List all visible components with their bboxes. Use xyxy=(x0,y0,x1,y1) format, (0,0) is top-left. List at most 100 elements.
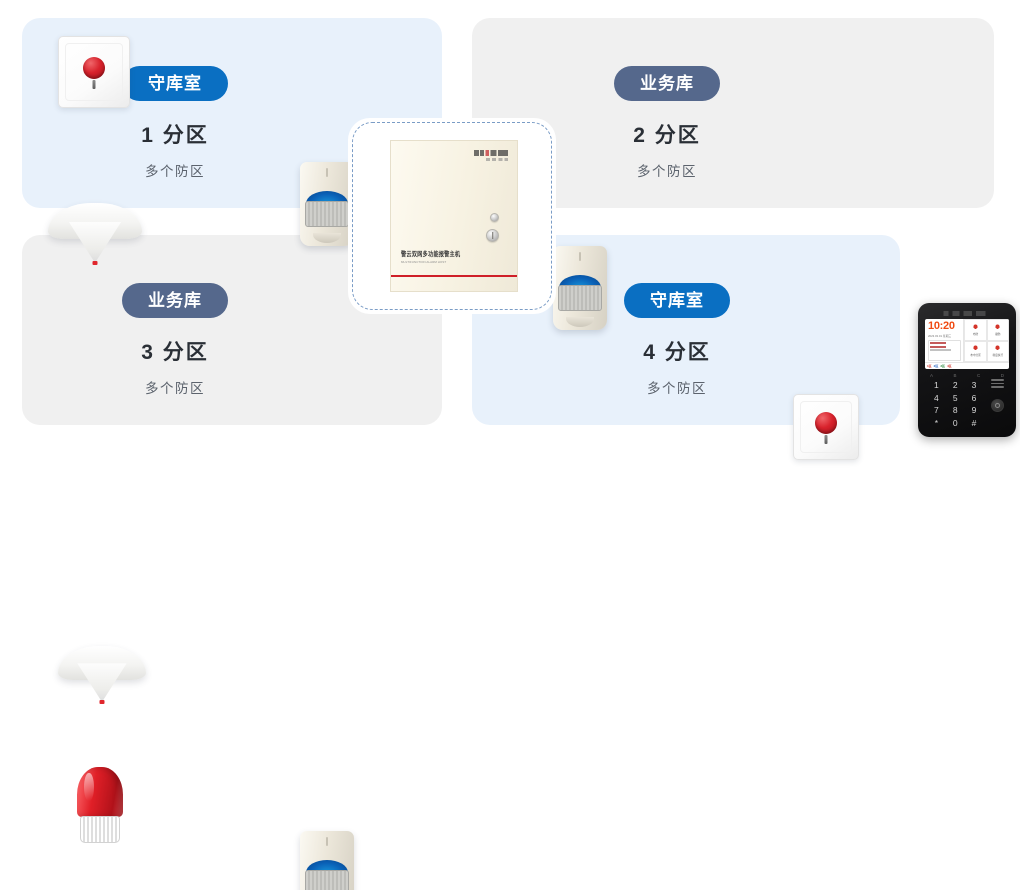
panic-dome-icon xyxy=(815,412,837,435)
control-host-label-cn: 警云双网多功能报警主机 xyxy=(401,250,461,259)
keypad-time: 10:20 xyxy=(928,320,955,332)
beacon-base xyxy=(80,815,120,843)
panic-dome-icon xyxy=(83,56,105,79)
zone-1-text-group: 守库室 1 分区 多个防区 xyxy=(80,66,270,180)
partial-arm-icon xyxy=(972,345,980,353)
keypad-note-line xyxy=(930,342,960,344)
zone-3-title: 3 分区 xyxy=(141,341,209,364)
keypad-letter-b[interactable]: B xyxy=(953,373,957,378)
keypad-clock-column: 10:20 2023.03.01 星期三 xyxy=(925,319,965,362)
zone-1-subtitle: 多个防区 xyxy=(145,164,205,179)
keypad-status-item: 3区 xyxy=(940,364,946,368)
keypad-key-6[interactable]: 6 xyxy=(971,392,977,403)
brand-logo-subtext xyxy=(486,158,508,161)
pir-motion-detector xyxy=(300,162,354,246)
beacon-dome xyxy=(77,767,123,818)
keypad-key-1[interactable]: 1 xyxy=(934,380,939,390)
brand-logo-icon xyxy=(474,150,508,161)
keypad-tile-disarm[interactable]: 撤防 xyxy=(986,319,1009,341)
control-host-label-en: MULTIFUNCTION ALARM HOST xyxy=(401,260,447,264)
zone-2-text-group: 业务库 2 分区 多个防区 xyxy=(572,66,762,180)
ceiling-detector xyxy=(58,646,146,704)
keypad-tile-execute[interactable]: 制度执行 xyxy=(986,340,1009,362)
keypad-tile-label: 布防 xyxy=(973,332,979,336)
keypad-key-0[interactable]: 0 xyxy=(952,417,958,428)
keypad-note-line xyxy=(930,349,960,351)
keypad-status-item: 1区 xyxy=(927,364,932,368)
zone-1-badge[interactable]: 守库室 xyxy=(122,66,228,101)
zone-4-badge[interactable]: 守库室 xyxy=(624,283,730,318)
keypad-letter-row: A B C D xyxy=(925,369,1009,380)
keypad-letter-c[interactable]: C xyxy=(977,373,981,378)
zone-panel-2[interactable]: 业务库 2 分区 多个防区 xyxy=(472,18,994,208)
arm-icon xyxy=(972,323,980,331)
pir-top-slot xyxy=(579,251,581,262)
zone-3-text-group: 业务库 3 分区 多个防区 xyxy=(80,283,270,397)
keypad-tile-label: 撤防 xyxy=(995,332,1001,336)
ceiling-detector-cone xyxy=(68,221,122,262)
zone-4-title: 4 分区 xyxy=(643,341,711,364)
control-host-lock-icon[interactable] xyxy=(486,229,499,242)
power-button[interactable] xyxy=(990,398,1004,412)
control-host-label-group: 警云双网多功能报警主机 MULTIFUNCTION ALARM HOST xyxy=(401,251,487,264)
keypad-tile-label: 制度执行 xyxy=(992,354,1004,358)
pir-foot xyxy=(565,317,595,328)
zone-2-subtitle: 多个防区 xyxy=(637,164,697,179)
ceiling-detector-led xyxy=(99,700,105,704)
keypad-lcd-screen: 10:20 2023.03.01 星期三 布防 撤防 xyxy=(925,319,1009,369)
keypad-key-9[interactable]: 9 xyxy=(971,405,977,415)
keypad-letter-a[interactable]: A xyxy=(930,373,934,378)
ceiling-detector xyxy=(48,203,142,265)
emergency-panic-button xyxy=(793,394,859,460)
keypad-note-line xyxy=(930,345,960,348)
keypad-function-tiles: 布防 撤防 布中分区 制度执行 xyxy=(964,319,1009,362)
keypad-key-4[interactable]: 4 xyxy=(934,392,939,403)
ceiling-detector-cone xyxy=(77,663,127,701)
keypad-status-item: 4区 xyxy=(947,364,952,368)
keypad-key-8[interactable]: 8 xyxy=(952,405,958,415)
control-host-led-icon xyxy=(490,213,499,222)
keypad-side-controls xyxy=(987,379,1007,412)
disarm-icon xyxy=(994,323,1002,331)
pir-lens xyxy=(557,284,603,311)
keypad-key-5[interactable]: 5 xyxy=(952,392,958,403)
zone-4-subtitle: 多个防区 xyxy=(647,381,707,396)
strobe-siren-beacon xyxy=(74,767,126,843)
keypad-screen-main: 10:20 2023.03.01 星期三 布防 撤防 xyxy=(925,319,1009,362)
zone-2-title: 2 分区 xyxy=(633,124,701,147)
panic-stem xyxy=(92,80,96,90)
pir-top-slot xyxy=(326,167,328,178)
keypad-key-3[interactable]: 3 xyxy=(971,380,977,390)
keypad-key-2[interactable]: 2 xyxy=(952,380,958,390)
keypad-key-star[interactable]: * xyxy=(934,417,939,428)
control-host-red-stripe xyxy=(391,274,517,277)
ceiling-detector-led xyxy=(92,261,98,265)
keypad-status-item: 2区 xyxy=(933,364,939,368)
zone-2-badge[interactable]: 业务库 xyxy=(614,66,720,101)
panic-stem xyxy=(824,434,828,444)
zone-4-text-group: 守库室 4 分区 多个防区 xyxy=(582,283,772,397)
lcd-keypad-device[interactable]: 10:20 2023.03.01 星期三 布防 撤防 xyxy=(918,303,1016,437)
pir-motion-detector xyxy=(553,246,607,330)
menu-icon[interactable] xyxy=(990,379,1004,390)
keypad-letter-d[interactable]: D xyxy=(1000,373,1004,378)
keypad-number-pad: 1 2 3 4 5 6 7 8 9 * 0 # xyxy=(925,380,985,427)
pir-top-slot xyxy=(326,836,328,847)
pir-foot xyxy=(312,233,342,244)
execute-icon xyxy=(994,345,1002,353)
zone-3-badge[interactable]: 业务库 xyxy=(122,283,228,318)
keypad-date: 2023.03.01 星期三 xyxy=(928,334,952,338)
keypad-note-box xyxy=(928,340,962,361)
pir-lens xyxy=(304,869,350,890)
emergency-panic-button xyxy=(58,36,130,108)
keypad-key-hash[interactable]: # xyxy=(971,417,977,428)
pir-motion-detector xyxy=(300,831,354,890)
keypad-tile-arm[interactable]: 布防 xyxy=(964,319,987,341)
pir-lens xyxy=(304,200,350,227)
keypad-status-bar: 1区 2区 3区 4区 xyxy=(925,362,1009,369)
zone-3-subtitle: 多个防区 xyxy=(145,381,205,396)
keypad-tile-label: 布中分区 xyxy=(970,354,981,358)
keypad-key-7[interactable]: 7 xyxy=(934,405,939,415)
alarm-control-host[interactable]: 警云双网多功能报警主机 MULTIFUNCTION ALARM HOST xyxy=(390,140,518,292)
keypad-tile-partial-arm[interactable]: 布中分区 xyxy=(964,340,987,362)
